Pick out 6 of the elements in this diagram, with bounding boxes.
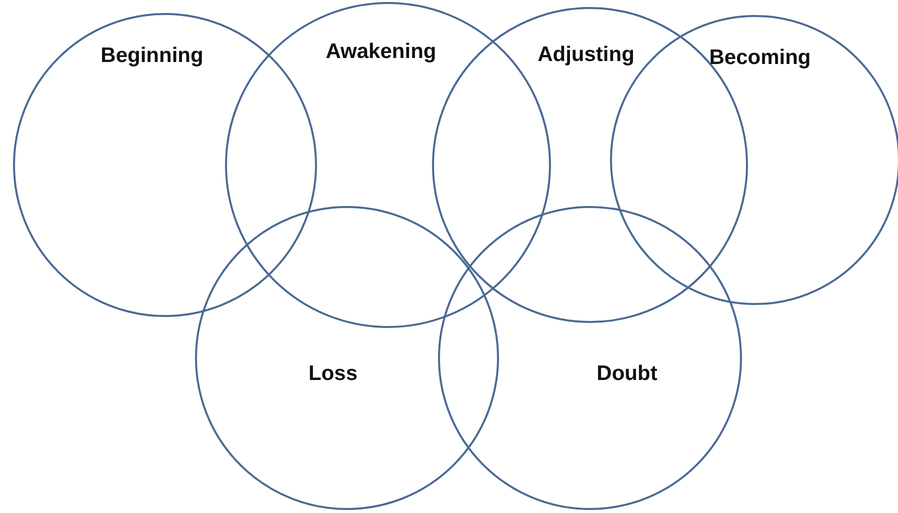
circle-label: Doubt [596, 362, 658, 386]
circle-label: Awakening [326, 40, 436, 64]
circle-label: Adjusting [538, 43, 634, 67]
circle-label: Loss [308, 362, 358, 386]
circle-label: Becoming [709, 46, 811, 70]
circle-label: Beginning [100, 44, 204, 68]
